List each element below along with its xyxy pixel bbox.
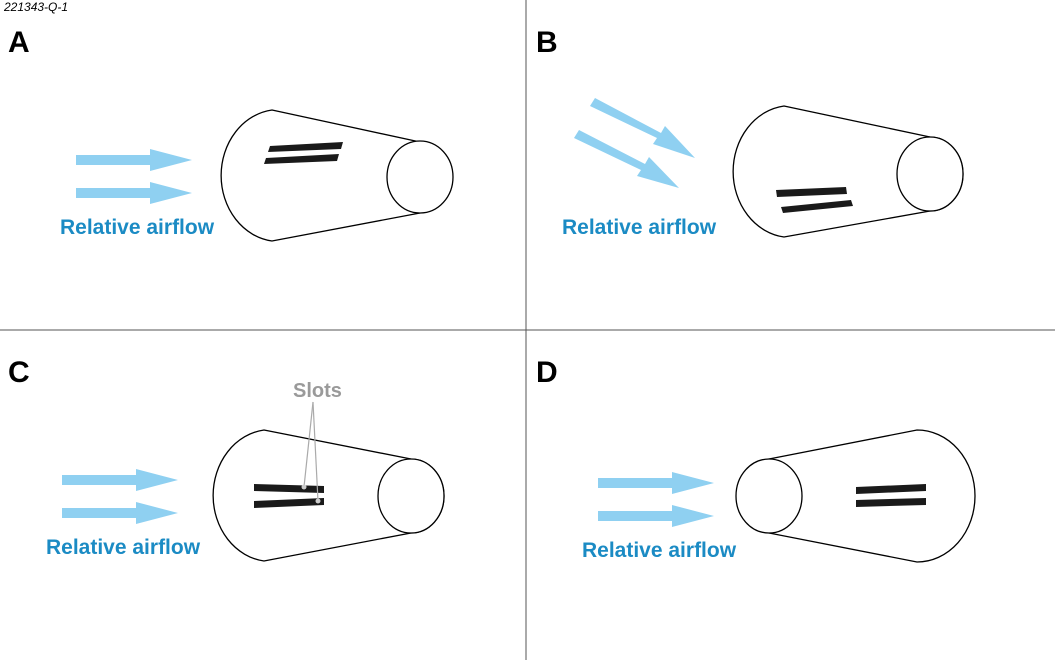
panel-b-airflow-label: Relative airflow xyxy=(562,216,717,239)
panel-c-airflow-label: Relative airflow xyxy=(46,536,201,559)
panel-c-end-circle xyxy=(377,458,445,534)
panel-c-airflow-arrows xyxy=(62,469,178,524)
airflow-arrow xyxy=(62,469,178,491)
airflow-arrow xyxy=(574,130,679,188)
panel-a: A Relative airflow xyxy=(8,26,454,242)
panel-b-airflow-arrows xyxy=(574,98,695,188)
slots-leader-dot xyxy=(301,484,307,490)
panel-b: B Relative airflow xyxy=(536,26,964,239)
airflow-arrow xyxy=(76,182,192,204)
panel-d-slot-lower xyxy=(856,498,926,507)
panel-d-end-circle xyxy=(735,458,803,534)
slots-callout: Slots xyxy=(293,380,342,504)
panel-a-slot-lower xyxy=(264,154,339,164)
slots-label: Slots xyxy=(293,380,342,402)
panel-d: D Relative airflow xyxy=(536,356,976,563)
panel-b-slot-lower xyxy=(781,200,853,213)
panel-d-body xyxy=(768,429,976,563)
panel-b-slot-upper xyxy=(776,187,847,197)
panel-c-letter: C xyxy=(8,356,30,389)
airflow-arrow xyxy=(598,505,714,527)
panel-c: C Relative airflow Slots xyxy=(8,356,445,562)
panel-a-end-circle xyxy=(386,140,454,214)
panel-d-slot-upper xyxy=(856,484,926,494)
airflow-arrow xyxy=(590,98,695,158)
panel-c-slot-lower xyxy=(254,498,324,508)
panel-b-end-circle xyxy=(896,136,964,212)
panel-c-slot-upper xyxy=(254,484,324,493)
airflow-arrow xyxy=(76,149,192,171)
reference-id: 221343-Q-1 xyxy=(4,0,69,14)
panel-a-slot-upper xyxy=(268,142,343,152)
slots-leader-dot xyxy=(315,498,321,504)
airflow-arrow xyxy=(62,502,178,524)
slots-leader-line xyxy=(312,401,319,502)
slots-leader-line xyxy=(303,401,314,488)
panel-b-letter: B xyxy=(536,26,558,59)
panel-d-airflow-label: Relative airflow xyxy=(582,539,737,562)
panel-a-letter: A xyxy=(8,26,30,59)
panel-d-letter: D xyxy=(536,356,558,389)
airflow-arrow xyxy=(598,472,714,494)
panel-a-airflow-label: Relative airflow xyxy=(60,216,215,239)
panel-a-airflow-arrows xyxy=(76,149,192,204)
panel-d-airflow-arrows xyxy=(598,472,714,527)
